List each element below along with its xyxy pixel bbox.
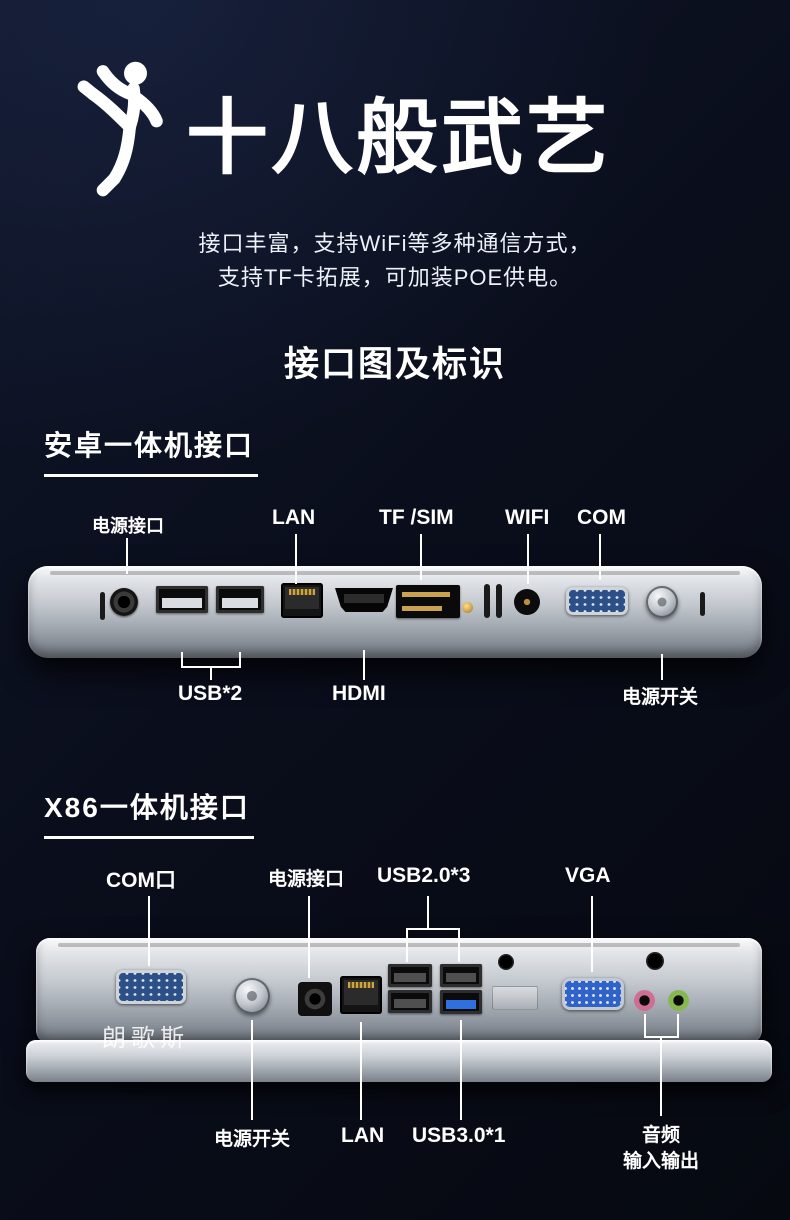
section-title: 接口图及标识	[283, 345, 506, 384]
hero-subtitle-line1: 接口丰富，支持WiFi等多种通信方式，	[198, 231, 592, 256]
hdmi-port	[335, 588, 393, 612]
vent-slot	[496, 584, 502, 618]
callout-line	[420, 534, 422, 580]
x86-device-front-bezel	[26, 1040, 772, 1082]
lan-port	[340, 976, 382, 1014]
callout-line	[591, 896, 593, 972]
label-android-com: COM	[577, 506, 626, 529]
label-x86-power-switch: 电源开关	[214, 1129, 291, 1150]
callout-line	[181, 652, 183, 668]
label-x86-vga: VGA	[565, 864, 611, 887]
callout-line	[527, 534, 529, 584]
lan-port	[281, 583, 323, 618]
callout-line	[363, 650, 365, 680]
antenna-hole	[498, 954, 514, 970]
callout-line	[660, 1036, 662, 1116]
antenna-hole	[646, 952, 664, 970]
usb-port	[156, 586, 208, 613]
audio-in-jack	[634, 990, 655, 1011]
blank-plate	[492, 986, 538, 1010]
callout-line	[644, 1014, 646, 1036]
label-android-hdmi: HDMI	[332, 682, 386, 705]
callout-line	[251, 1020, 253, 1120]
callout-line	[210, 666, 212, 680]
android-device-port-panel	[28, 566, 762, 658]
power-switch-button	[234, 978, 270, 1014]
usb-port	[440, 964, 482, 987]
hero-title: 十八般武艺	[186, 93, 612, 184]
x86-section-heading: X86一体机接口	[44, 786, 254, 839]
audio-out-jack	[668, 990, 689, 1011]
label-x86-lan: LAN	[341, 1124, 385, 1147]
label-x86-com-port: COM口	[106, 869, 176, 892]
side-slot	[700, 592, 705, 616]
dc-power-jack	[110, 588, 138, 616]
vent-slot	[484, 584, 490, 618]
android-section-heading: 安卓一体机接口	[44, 424, 259, 477]
brand-watermark: 朗歌斯	[102, 1025, 189, 1052]
usb3-port	[440, 990, 482, 1014]
vga-port	[562, 978, 624, 1010]
callout-line	[677, 1014, 679, 1036]
callout-line	[308, 896, 310, 978]
label-x86-usb30: USB3.0*1	[412, 1124, 506, 1147]
callout-line	[406, 928, 408, 962]
callout-line	[406, 928, 460, 930]
tf-sim-card-slot	[396, 585, 460, 618]
callout-line	[458, 928, 460, 962]
side-slot	[100, 592, 105, 620]
callout-line	[360, 1022, 362, 1120]
led-indicator	[462, 602, 473, 613]
label-android-wifi: WIFI	[505, 506, 550, 529]
callout-line	[427, 896, 429, 928]
label-x86-audio-line2: 输入输出	[623, 1151, 700, 1172]
label-android-tf-sim: TF /SIM	[379, 506, 454, 529]
callout-line	[126, 538, 128, 574]
callout-line	[460, 1020, 462, 1120]
callout-line	[599, 534, 601, 580]
dc-power-jack	[298, 982, 332, 1016]
wifi-antenna-connector	[514, 589, 540, 615]
hero-subtitle-line2: 支持TF卡拓展，可加装POE供电。	[217, 265, 573, 290]
x86-device-port-panel	[36, 938, 762, 1044]
usb-port	[216, 586, 264, 613]
usb-port	[388, 990, 432, 1013]
label-android-power-port: 电源接口	[92, 516, 164, 536]
label-android-lan: LAN	[272, 506, 316, 529]
label-x86-audio-line1: 音频	[642, 1125, 681, 1146]
kungfu-figure-icon	[76, 56, 172, 238]
label-android-power-switch: 电源开关	[622, 687, 699, 708]
label-x86-power-port: 电源接口	[268, 869, 345, 890]
com-db9-port	[116, 970, 186, 1004]
callout-line	[661, 654, 663, 680]
callout-line	[239, 652, 241, 668]
label-x86-usb20: USB2.0*3	[377, 864, 471, 887]
callout-line	[295, 534, 297, 584]
com-db9-port	[566, 587, 628, 615]
callout-line	[148, 896, 150, 966]
usb-port	[388, 964, 432, 987]
power-switch-button	[646, 586, 678, 618]
label-android-usb2: USB*2	[178, 682, 243, 705]
